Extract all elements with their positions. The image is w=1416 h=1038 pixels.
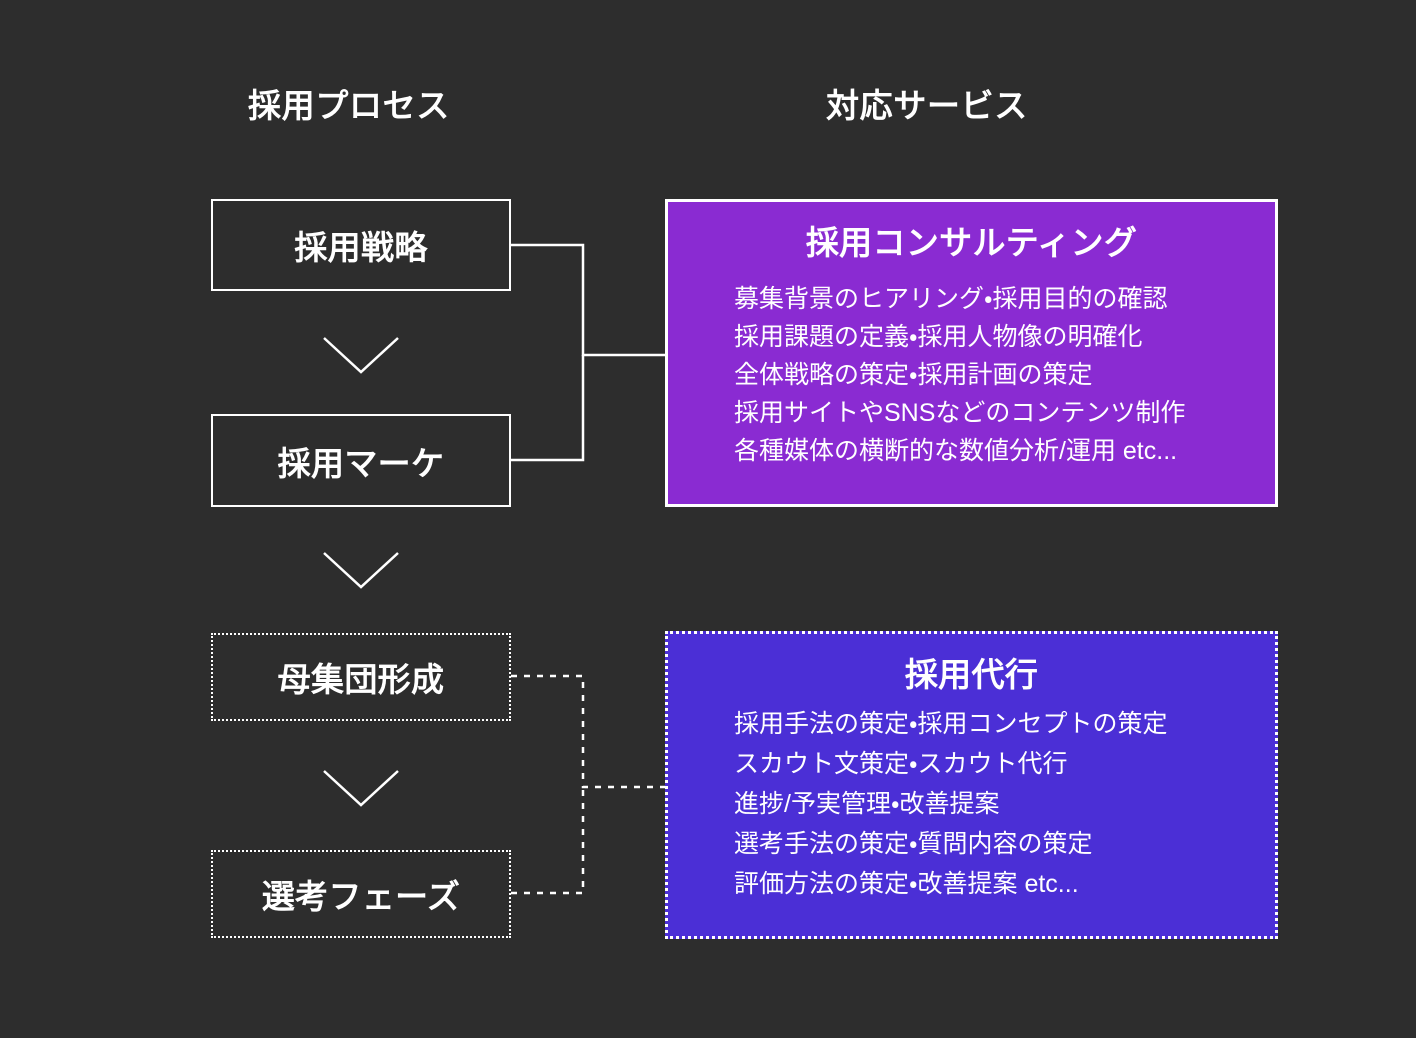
service-item: 評価方法の策定・改善提案 etc...: [734, 870, 1079, 898]
service-item: 全体戦略の策定・採用計画の策定: [734, 361, 1093, 389]
chevron-down-icon: [323, 337, 399, 374]
service-item-list: 募集背景のヒアリング・採用目的の確認 採用課題の定義・採用人物像の明確化 全体戦…: [668, 280, 1275, 470]
chevron-down-icon: [323, 770, 399, 807]
connector-strategy-to-consulting: [511, 243, 665, 357]
column-heading-service: 対応サービス: [826, 87, 1028, 124]
service-item: スカウト文策定・スカウト代行: [734, 750, 1068, 778]
chevron-down-icon: [323, 552, 399, 589]
service-item: 進捗/予実管理・改善提案: [734, 790, 1000, 818]
service-item: 選考手法の策定・質問内容の策定: [734, 830, 1093, 858]
process-step-screening[interactable]: 選考フェーズ: [211, 850, 511, 938]
process-step-label: 採用マーケ: [277, 444, 445, 482]
service-card-title: 採用コンサルティング: [805, 224, 1138, 261]
connector-screening-to-outsourcing: [511, 787, 585, 895]
process-step-pool-building[interactable]: 母集団形成: [211, 633, 511, 721]
process-step-label: 選考フェーズ: [261, 878, 461, 915]
service-card-title: 採用代行: [904, 656, 1039, 693]
service-item: 採用課題の定義・採用人物像の明確化: [734, 323, 1143, 351]
service-card-consulting[interactable]: 採用コンサルティング 募集背景のヒアリング・採用目的の確認 採用課題の定義・採用…: [665, 199, 1278, 507]
process-step-strategy[interactable]: 採用戦略: [211, 199, 511, 291]
process-step-marketing[interactable]: 採用マーケ: [211, 414, 511, 507]
connector-pool-to-outsourcing: [511, 674, 665, 789]
process-step-label: 母集団形成: [277, 661, 445, 698]
service-item: 採用サイトやSNSなどのコンテンツ制作: [734, 399, 1186, 427]
service-card-outsourcing[interactable]: 採用代行 採用手法の策定・採用コンセプトの策定 スカウト文策定・スカウト代行 進…: [665, 631, 1278, 939]
process-step-label: 採用戦略: [294, 229, 428, 266]
column-heading-process: 採用プロセス: [248, 87, 450, 124]
service-item-list: 採用手法の策定・採用コンセプトの策定 スカウト文策定・スカウト代行 進捗/予実管…: [668, 704, 1275, 904]
service-item: 募集背景のヒアリング・採用目的の確認: [734, 285, 1168, 313]
connector-marketing-to-consulting: [511, 355, 585, 462]
service-item: 各種媒体の横断的な数値分析/運用 etc...: [734, 437, 1178, 465]
service-item: 採用手法の策定・採用コンセプトの策定: [734, 710, 1168, 738]
